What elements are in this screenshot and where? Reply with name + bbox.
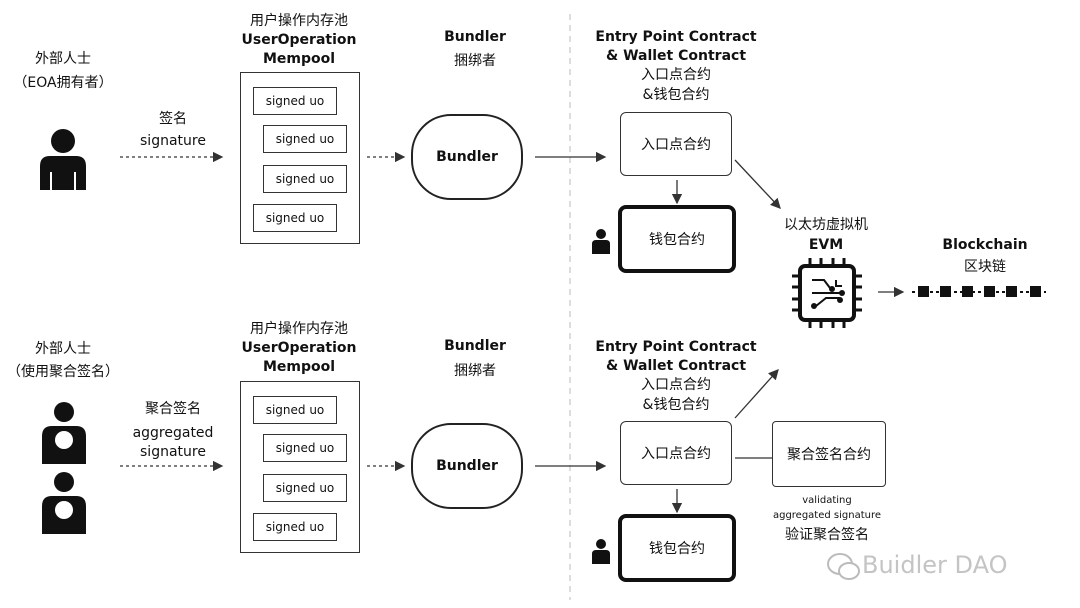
bottom-signature-cn: 聚合签名: [145, 401, 201, 417]
bottom-actor-label-2: （使用聚合签名）: [7, 364, 119, 380]
validating-label-cn: 验证聚合签名: [785, 527, 869, 543]
bottom-uo-item: signed uo: [253, 396, 337, 424]
bottom-bundler-title: Bundler: [444, 338, 506, 354]
bottom-mempool-cn: 用户操作内存池: [250, 321, 348, 337]
top-uo-item: signed uo: [253, 204, 337, 232]
top-mempool-en-2: Mempool: [262, 51, 336, 67]
top-entry-point-node: 入口点合约: [620, 112, 732, 176]
bottom-signature-en-1: aggregated: [132, 425, 214, 441]
bottom-entry-cn-2: &钱包合约: [642, 397, 710, 413]
bottom-bundler-cn: 捆绑者: [454, 363, 496, 379]
top-bundler-node: Bundler: [411, 114, 523, 200]
validating-label-1: validating: [802, 495, 852, 506]
aggregated-users-icon: [42, 402, 86, 534]
arrow-entry-evm-top: [734, 159, 781, 209]
bottom-entry-en-1: Entry Point Contract: [595, 339, 757, 355]
bottom-actor-label-1: 外部人士: [35, 341, 91, 357]
bottom-mempool-en-2: Mempool: [262, 359, 336, 375]
aggregator-contract-node: 聚合签名合约: [772, 421, 886, 487]
small-person-icon: [592, 229, 610, 254]
top-bundler-title: Bundler: [444, 29, 506, 45]
bottom-bundler-node: Bundler: [411, 423, 523, 509]
top-signature-cn: 签名: [159, 111, 187, 127]
arrow-entry-evm-bottom: [734, 369, 779, 419]
blockchain-label-cn: 区块链: [964, 259, 1006, 275]
validating-label-2: aggregated signature: [772, 510, 882, 521]
top-entry-cn-1: 入口点合约: [641, 67, 711, 83]
top-entry-cn-2: &钱包合约: [642, 87, 710, 103]
top-actor-label-1: 外部人士: [35, 51, 91, 67]
top-entry-en-1: Entry Point Contract: [595, 29, 757, 45]
bottom-wallet-node: 钱包合约: [618, 514, 736, 582]
top-uo-item: signed uo: [263, 125, 347, 153]
bottom-entry-point-node: 入口点合约: [620, 421, 732, 485]
bottom-uo-item: signed uo: [253, 513, 337, 541]
bottom-mempool-box: signed uo signed uo signed uo signed uo: [240, 381, 360, 553]
bottom-signature-en-2: signature: [140, 444, 206, 460]
evm-label-en: EVM: [808, 237, 844, 253]
bottom-entry-cn-1: 入口点合约: [641, 377, 711, 393]
evm-label-cn: 以太坊虚拟机: [784, 217, 868, 233]
bottom-uo-item: signed uo: [263, 434, 347, 462]
top-signature-en: signature: [140, 133, 206, 149]
top-mempool-en-1: UserOperation: [241, 32, 357, 48]
watermark-text: Buidler DAO: [862, 551, 1008, 579]
wechat-icon: [827, 553, 860, 580]
top-mempool-box: signed uo signed uo signed uo signed uo: [240, 72, 360, 244]
top-actor-label-2: （EOA拥有者）: [13, 75, 113, 91]
top-bundler-cn: 捆绑者: [454, 53, 496, 69]
bottom-entry-en-2: & Wallet Contract: [605, 358, 747, 374]
blockchain-label-en: Blockchain: [942, 237, 1028, 253]
evm-chip-icon: [792, 258, 862, 328]
blockchain-chain-icon: [912, 286, 1046, 297]
top-uo-item: signed uo: [263, 165, 347, 193]
top-wallet-node: 钱包合约: [618, 205, 736, 273]
top-entry-en-2: & Wallet Contract: [605, 48, 747, 64]
bottom-mempool-en-1: UserOperation: [241, 340, 357, 356]
bottom-uo-item: signed uo: [263, 474, 347, 502]
top-uo-item: signed uo: [253, 87, 337, 115]
top-mempool-cn: 用户操作内存池: [250, 13, 348, 29]
small-person-icon: [592, 539, 610, 564]
person-icon: [40, 129, 86, 190]
